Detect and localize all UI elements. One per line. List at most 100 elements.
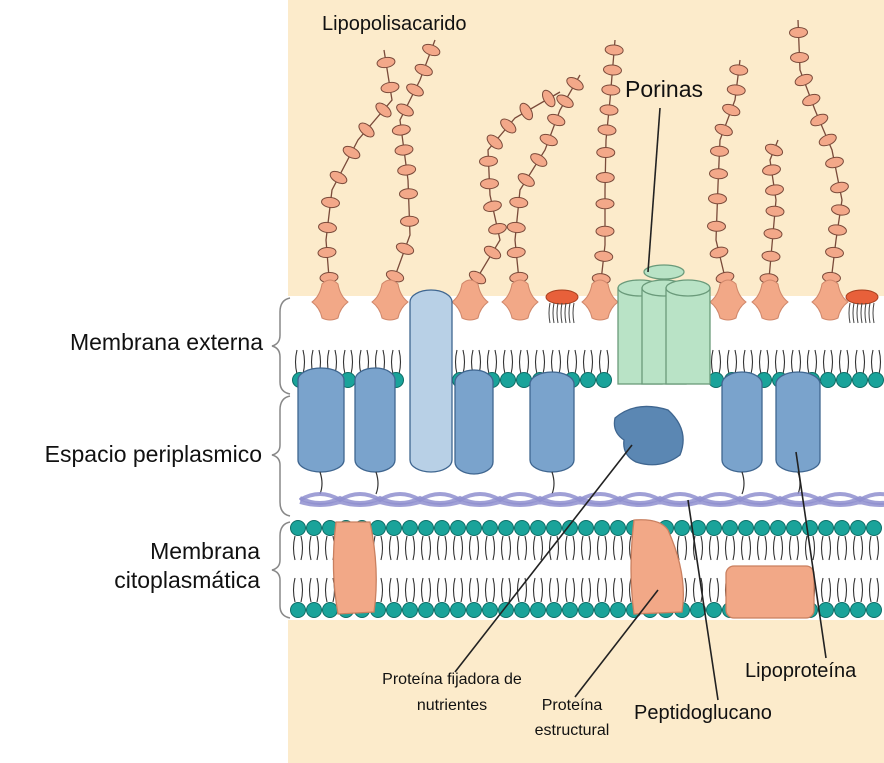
lps-bead: [789, 27, 807, 38]
lps-bead: [707, 221, 725, 232]
cm-head: [819, 521, 834, 536]
cm-head: [835, 603, 850, 618]
om-head: [821, 373, 836, 388]
cm-head: [563, 521, 578, 536]
protein-barrel: [298, 368, 344, 472]
protein-barrel: [722, 372, 762, 472]
bracket-cyto: [272, 522, 290, 618]
cm-head: [451, 521, 466, 536]
label-membrana-cito-1: Membrana: [40, 538, 260, 564]
cm-head: [291, 603, 306, 618]
cm-head: [739, 521, 754, 536]
lipid-a-cap: [846, 290, 878, 304]
cm-head: [467, 521, 482, 536]
label-peptidoglucano: Peptidoglucano: [634, 702, 772, 725]
cm-head: [435, 521, 450, 536]
label-fijadora-1: Proteína fijadora de: [348, 671, 556, 689]
integral-protein: [333, 522, 376, 614]
om-head: [597, 373, 612, 388]
lps-bead: [708, 193, 726, 204]
label-membrana-cito-2: citoplasmática: [40, 567, 260, 593]
label-porinas: Porinas: [625, 76, 703, 102]
protein-barrel: [776, 372, 820, 472]
lps-bead: [596, 199, 614, 209]
protein-barrel: [410, 290, 452, 472]
lps-bead: [596, 226, 614, 236]
cm-head: [563, 603, 578, 618]
cm-head: [451, 603, 466, 618]
lps-bead: [596, 172, 614, 182]
membrane-protein: [726, 566, 814, 618]
cm-head: [307, 603, 322, 618]
cm-head: [531, 603, 546, 618]
cm-head: [595, 603, 610, 618]
label-lipoproteina: Lipoproteína: [745, 660, 856, 683]
cm-head: [675, 521, 690, 536]
cm-head: [867, 603, 882, 618]
om-head: [581, 373, 596, 388]
lps-bead: [597, 147, 615, 157]
cm-head: [547, 521, 562, 536]
om-head: [853, 373, 868, 388]
lps-bead: [479, 156, 497, 167]
cm-head: [851, 521, 866, 536]
om-head: [869, 373, 884, 388]
label-estructural-1: Proteína: [512, 697, 632, 715]
protein-barrel: [530, 372, 574, 472]
protein-barrel: [355, 368, 395, 472]
cm-head: [851, 603, 866, 618]
lps-bead: [400, 216, 418, 227]
lps-bead: [399, 188, 417, 199]
cm-head: [755, 521, 770, 536]
cm-head: [707, 603, 722, 618]
cm-head: [547, 603, 562, 618]
cm-head: [579, 603, 594, 618]
porin-top: [644, 265, 684, 279]
cm-head: [483, 603, 498, 618]
om-head: [501, 373, 516, 388]
cm-head: [819, 603, 834, 618]
cm-head: [531, 521, 546, 536]
cm-head: [611, 603, 626, 618]
cm-head: [835, 521, 850, 536]
cm-head: [595, 521, 610, 536]
label-lipopolisacarido: Lipopolisacarido: [322, 13, 467, 36]
cm-head: [771, 521, 786, 536]
cm-head: [467, 603, 482, 618]
cm-head: [483, 521, 498, 536]
bracket-outer: [272, 298, 290, 394]
cm-head: [435, 603, 450, 618]
cm-head: [723, 521, 738, 536]
lps-bead: [480, 178, 498, 189]
cm-head: [707, 521, 722, 536]
label-estructural-2: estructural: [512, 722, 632, 740]
protein-barrel: [455, 370, 493, 474]
label-espacio-periplasmico: Espacio periplasmico: [0, 441, 262, 467]
cm-head: [499, 521, 514, 536]
cm-head: [787, 521, 802, 536]
om-head: [517, 373, 532, 388]
cm-head: [515, 603, 530, 618]
porin-top: [666, 280, 710, 296]
om-head: [709, 373, 724, 388]
lipid-a-cap: [546, 290, 578, 304]
cm-head: [803, 521, 818, 536]
label-membrana-externa: Membrana externa: [20, 329, 263, 355]
cm-head: [291, 521, 306, 536]
lps-bead: [710, 146, 728, 157]
cm-head: [611, 521, 626, 536]
porin-cylinder: [666, 288, 710, 384]
lps-bead: [709, 168, 727, 179]
cm-head: [403, 603, 418, 618]
cm-head: [323, 603, 338, 618]
bracket-periplasm: [272, 396, 290, 516]
om-head: [837, 373, 852, 388]
membrane-brackets: [272, 298, 290, 618]
cm-head: [867, 521, 882, 536]
cm-head: [387, 521, 402, 536]
cm-head: [419, 603, 434, 618]
cm-head: [403, 521, 418, 536]
porin-protein: [618, 265, 710, 384]
lps-bead: [790, 52, 808, 63]
